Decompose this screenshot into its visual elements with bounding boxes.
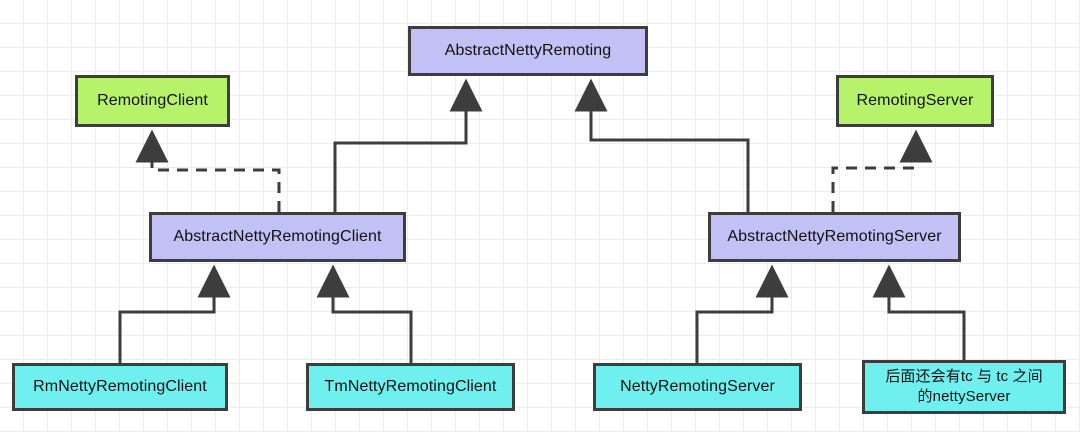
node-label: AbstractNettyRemotingServer	[727, 228, 942, 245]
node-label-line1: 后面还会有tc 与 tc 之间	[885, 367, 1043, 385]
node-label: RemotingClient	[97, 92, 208, 109]
node-rm-netty-remoting-client[interactable]: RmNettyRemotingClient	[12, 363, 228, 411]
node-tm-netty-remoting-client[interactable]: TmNettyRemotingClient	[306, 363, 515, 411]
edge-anrs-to-anr	[574, 78, 750, 212]
edge-rm-to-anrc	[118, 264, 231, 363]
edge-anrc-to-anr	[333, 78, 483, 212]
node-label: NettyRemotingServer	[620, 378, 775, 395]
node-remoting-client[interactable]: RemotingClient	[75, 75, 230, 127]
node-abstract-netty-remoting-client[interactable]: AbstractNettyRemotingClient	[149, 212, 406, 262]
node-label: TmNettyRemotingClient	[324, 378, 497, 395]
edge-tm-to-anrc	[316, 264, 413, 363]
node-label: RemotingServer	[856, 92, 974, 109]
node-abstract-netty-remoting[interactable]: AbstractNettyRemoting	[408, 26, 648, 76]
edge-note-to-anrs	[872, 264, 966, 360]
edge-anrc-to-remoting-client	[135, 129, 281, 212]
node-label-line2: 的nettyServer	[917, 388, 1011, 405]
node-remoting-server[interactable]: RemotingServer	[836, 75, 994, 127]
edge-nrs-to-anrs	[695, 264, 789, 363]
node-netty-remoting-server[interactable]: NettyRemotingServer	[593, 363, 802, 411]
node-tc-netty-server-note[interactable]: 后面还会有tc 与 tc 之间 的nettyServer	[862, 360, 1066, 414]
node-abstract-netty-remoting-server[interactable]: AbstractNettyRemotingServer	[708, 212, 961, 262]
node-label: AbstractNettyRemotingClient	[173, 228, 382, 245]
edge-anrs-to-remoting-server	[831, 129, 933, 212]
node-label: RmNettyRemotingClient	[33, 378, 207, 395]
node-label: AbstractNettyRemoting	[444, 42, 612, 59]
